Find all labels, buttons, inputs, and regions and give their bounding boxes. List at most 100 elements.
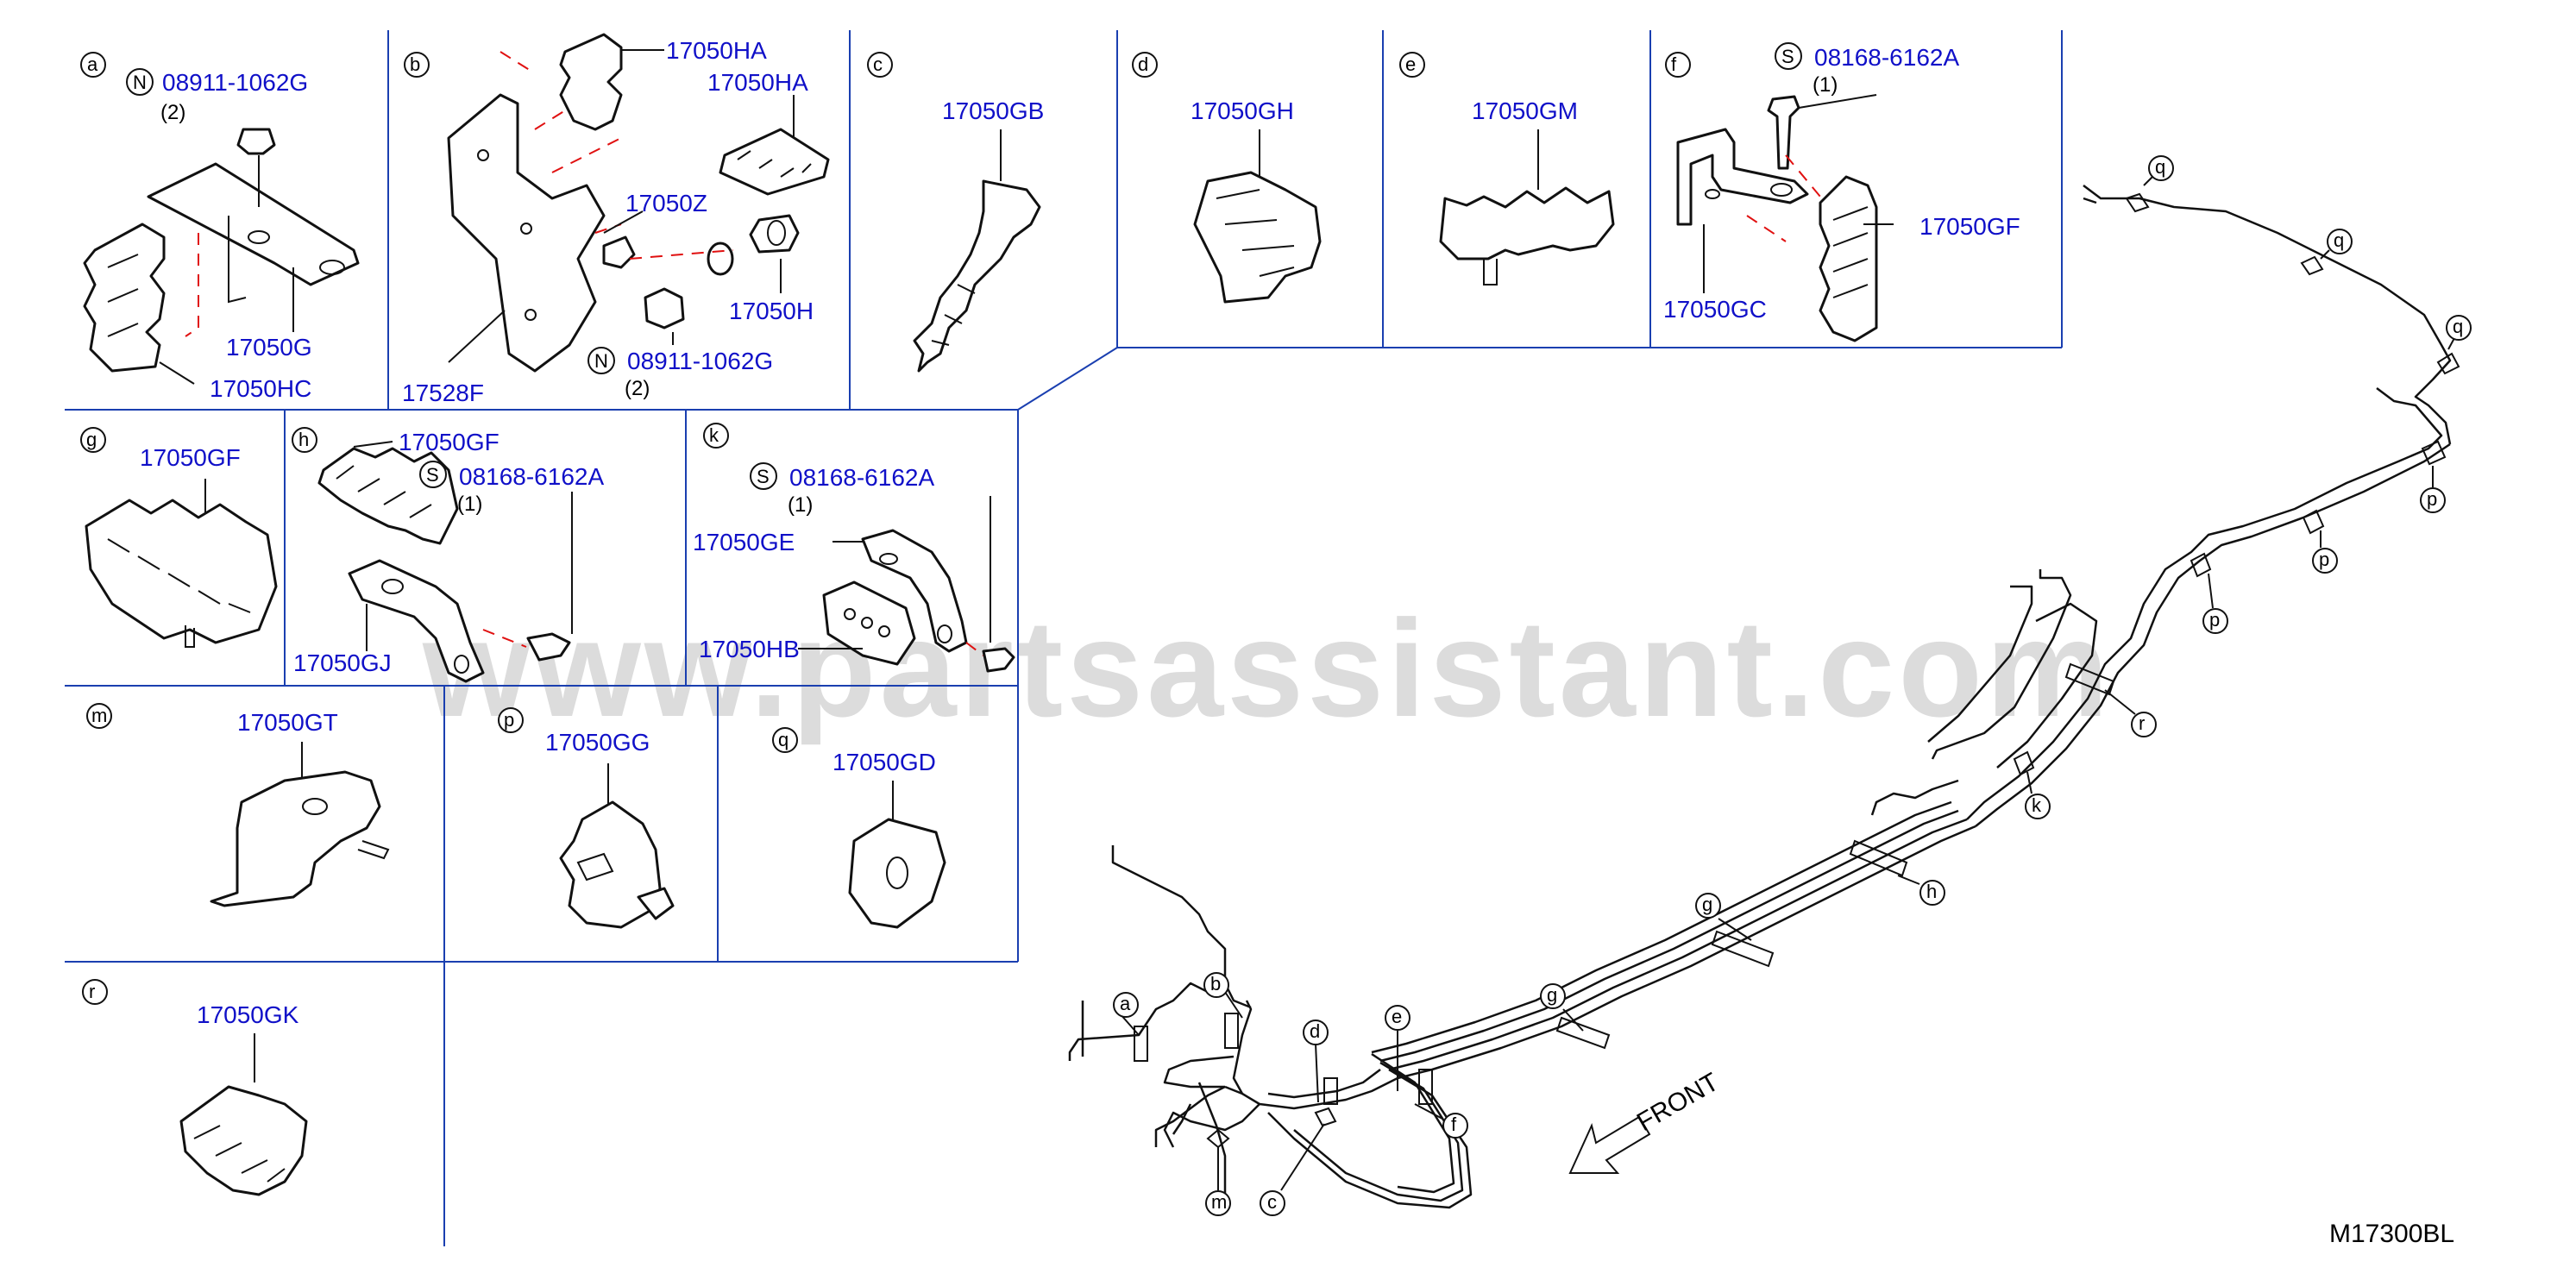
panel-h-letter: h — [298, 429, 309, 450]
s-symbol-h: S — [426, 464, 439, 486]
panel-letter-a — [80, 52, 106, 78]
part-number-17050HC[interactable]: 17050HC — [210, 375, 311, 402]
bolt-h-icon — [526, 632, 571, 662]
callout-p-1[interactable]: p — [2420, 466, 2446, 513]
svg-text:q: q — [2155, 156, 2165, 178]
part-number-17050GF-f[interactable]: 17050GF — [1919, 213, 2020, 240]
callout-d[interactable]: d — [1303, 1020, 1329, 1103]
part-number-17050GH[interactable]: 17050GH — [1191, 97, 1294, 124]
svg-text:c: c — [1267, 1191, 1277, 1213]
callout-q-1[interactable]: q — [2143, 155, 2174, 186]
part-number-17528F[interactable]: 17528F — [402, 380, 484, 406]
callout-k[interactable]: k — [2025, 771, 2051, 819]
panel-r-letter: r — [89, 981, 95, 1002]
bracket-17050GC-icon — [1676, 128, 1809, 226]
part-number-17050HA-2[interactable]: 17050HA — [707, 69, 808, 96]
part-number-17050GC[interactable]: 17050GC — [1663, 296, 1767, 323]
svg-text:p: p — [2319, 549, 2329, 570]
part-number-08168-6162A-h[interactable]: 08168-6162A — [459, 463, 604, 490]
s-symbol-k: S — [757, 466, 770, 487]
panel-a-letter: a — [87, 53, 98, 75]
part-number-17050GG[interactable]: 17050GG — [545, 729, 650, 756]
callout-p-2[interactable]: p — [2312, 530, 2338, 574]
panel-k-letter: k — [709, 424, 719, 446]
part-number-17050GK[interactable]: 17050GK — [197, 1001, 299, 1028]
part-number-17050G[interactable]: 17050G — [226, 334, 312, 361]
quantity-h: (1) — [457, 493, 482, 516]
n-symbol-b: N — [594, 350, 608, 372]
panel-f: f S 08168-6162A (1) 17050GC 17050GF — [1663, 42, 2020, 342]
part-number-08168-6162A-k[interactable]: 08168-6162A — [789, 464, 934, 491]
svg-text:g: g — [1702, 894, 1712, 915]
part-number-17050HB[interactable]: 17050HB — [699, 636, 800, 662]
bracket-plate-icon — [147, 162, 360, 286]
clip-icon — [83, 223, 166, 373]
panel-grid — [65, 30, 2063, 1246]
callout-g-1[interactable]: g — [1695, 893, 1752, 941]
panel-k: k S 08168-6162A (1) 17050GE 17050HB — [693, 423, 1015, 673]
part-number-17050GT[interactable]: 17050GT — [237, 709, 338, 736]
panel-h: h 17050GF S 08168-6162A (1) 17050GJ — [292, 427, 604, 683]
callout-e[interactable]: e — [1385, 1005, 1411, 1091]
clip-17050GH-icon — [1193, 171, 1322, 304]
svg-text:p: p — [2209, 609, 2220, 631]
clip-17050HA-2-icon — [719, 128, 830, 196]
panel-c: c 17050GB — [867, 52, 1044, 373]
svg-text:g: g — [1547, 984, 1557, 1006]
s-symbol-f: S — [1781, 46, 1794, 67]
panel-m-letter: m — [91, 705, 107, 726]
part-number-17050H[interactable]: 17050H — [729, 298, 814, 324]
panel-e-letter: e — [1405, 53, 1416, 75]
part-number-17050GF-g[interactable]: 17050GF — [140, 444, 241, 471]
callout-b[interactable]: b — [1203, 972, 1243, 1019]
svg-text:m: m — [1211, 1191, 1227, 1213]
part-number-17050HA[interactable]: 17050HA — [666, 37, 767, 64]
bolt-k-icon — [982, 647, 1015, 673]
panel-f-letter: f — [1671, 53, 1677, 75]
callout-p-3[interactable]: p — [2202, 573, 2228, 634]
part-number-17050GF-h[interactable]: 17050GF — [399, 429, 499, 455]
svg-text:a: a — [1120, 993, 1131, 1014]
nut-b-icon — [644, 287, 685, 329]
part-number-17050GJ[interactable]: 17050GJ — [293, 649, 392, 676]
panel-b-letter: b — [410, 53, 420, 75]
part-number-08911-1062G[interactable]: 08911-1062G — [162, 69, 308, 96]
clip-17050GF-f-icon — [1819, 175, 1878, 342]
part-number-17050Z[interactable]: 17050Z — [625, 190, 707, 216]
svg-text:q: q — [2453, 316, 2463, 337]
clip-17050HB-icon — [822, 580, 916, 666]
panel-q-letter: q — [778, 729, 789, 750]
panel-e: e 17050GM — [1399, 52, 1615, 285]
clip-17050GB-icon — [913, 179, 1041, 373]
callout-h[interactable]: h — [1897, 875, 1945, 906]
pipe-routing — [1068, 185, 2460, 1209]
callout-f[interactable]: f — [1414, 1103, 1468, 1139]
front-label: FRONT — [1632, 1068, 1724, 1137]
part-number-08911-1062G-b[interactable]: 08911-1062G — [627, 348, 773, 374]
callout-r[interactable]: r — [2104, 689, 2157, 737]
main-callouts: q q q p p p r k h g g a b d e f m c — [1113, 155, 2472, 1216]
part-number-17050GE[interactable]: 17050GE — [693, 529, 795, 555]
part-number-17050GD[interactable]: 17050GD — [832, 749, 936, 775]
callout-m[interactable]: m — [1205, 1147, 1231, 1216]
bracket-17050GJ-icon — [348, 559, 485, 683]
callout-g-2[interactable]: g — [1540, 983, 1584, 1032]
part-number-17050GM[interactable]: 17050GM — [1472, 97, 1578, 124]
panel-d-letter: d — [1138, 53, 1148, 75]
front-arrow-icon — [1568, 1115, 1651, 1174]
panel-d: d 17050GH — [1132, 52, 1322, 304]
panel-c-letter: c — [873, 53, 883, 75]
part-number-08168-6162A-f[interactable]: 08168-6162A — [1814, 44, 1959, 71]
part-number-17050GB[interactable]: 17050GB — [942, 97, 1044, 124]
callout-q-3[interactable]: q — [2446, 315, 2472, 350]
panel-g: g 17050GF — [80, 427, 278, 648]
callout-a[interactable]: a — [1113, 992, 1140, 1036]
front-arrow: FRONT — [1568, 1068, 1724, 1174]
panel-a: a N 08911-1062G (2) 17050G 17050HC — [80, 52, 360, 402]
callout-q-2[interactable]: q — [2320, 229, 2353, 260]
clip-17050GD-icon — [848, 818, 946, 929]
svg-text:d: d — [1310, 1020, 1320, 1042]
callout-c[interactable]: c — [1260, 1123, 1325, 1216]
watermark: www.partsassistant.com — [422, 591, 2112, 745]
